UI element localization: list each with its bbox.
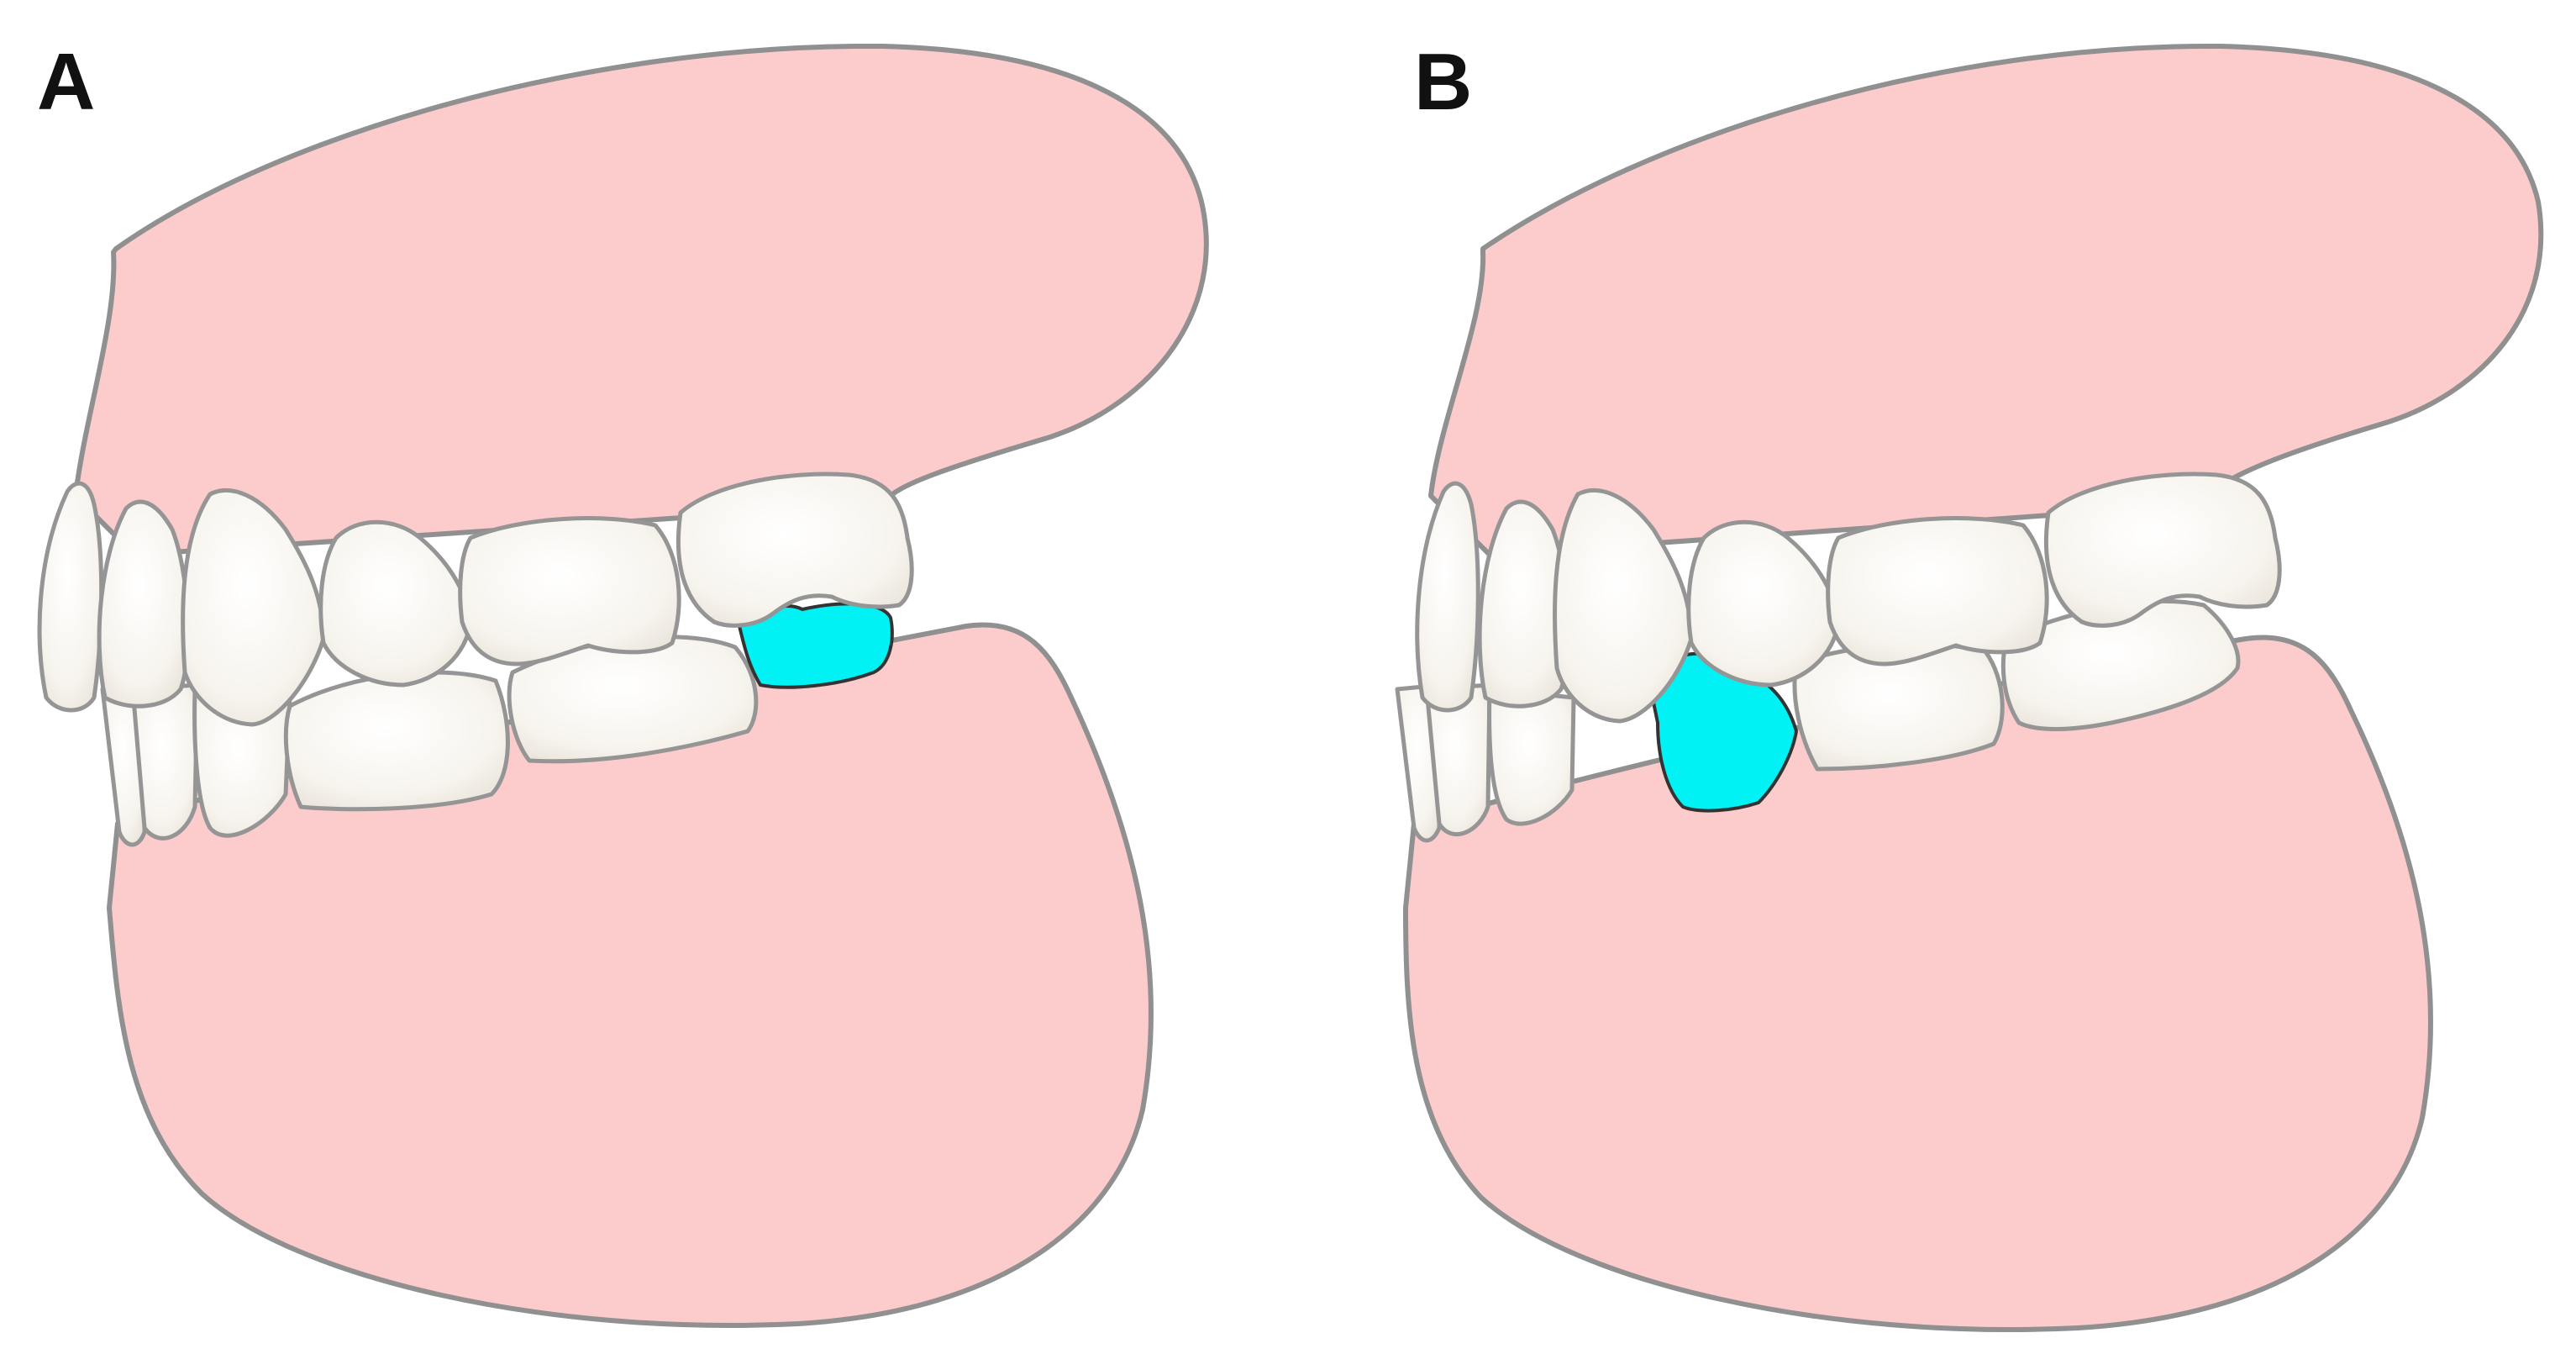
- panel-label-b: B: [1414, 37, 1473, 127]
- panel-label-a: A: [37, 37, 96, 127]
- upper-molar: [2043, 472, 2282, 628]
- upper-incisor-1: [37, 481, 104, 713]
- lower-rear-molar-highlighted: [738, 602, 894, 689]
- lower-canine: [192, 687, 292, 838]
- upper-premolar-1: [318, 519, 473, 688]
- panel-b: B: [1288, 0, 2576, 1354]
- lower-canine: [1487, 687, 1576, 826]
- lower-premolar-1: [283, 670, 510, 812]
- upper-incisor-2: [97, 499, 191, 709]
- jaw-illustration-b: [1395, 43, 2544, 1332]
- panel-a: A: [37, 37, 1209, 1328]
- upper-jaw: [1428, 43, 2544, 557]
- upper-jaw: [73, 43, 1209, 557]
- upper-incisor-1: [1415, 481, 1480, 713]
- upper-premolar-2: [1826, 516, 2049, 666]
- lower-incisor-2: [1424, 682, 1492, 836]
- upper-canine: [1553, 488, 1694, 724]
- jaw-illustration-a: [37, 43, 1209, 1328]
- upper-incisor-2: [1477, 499, 1571, 709]
- lower-incisor-2: [130, 682, 200, 840]
- upper-canine: [181, 488, 326, 727]
- upper-premolar-1: [1686, 519, 1841, 688]
- upper-molar: [676, 472, 914, 628]
- upper-premolar-2: [458, 516, 681, 666]
